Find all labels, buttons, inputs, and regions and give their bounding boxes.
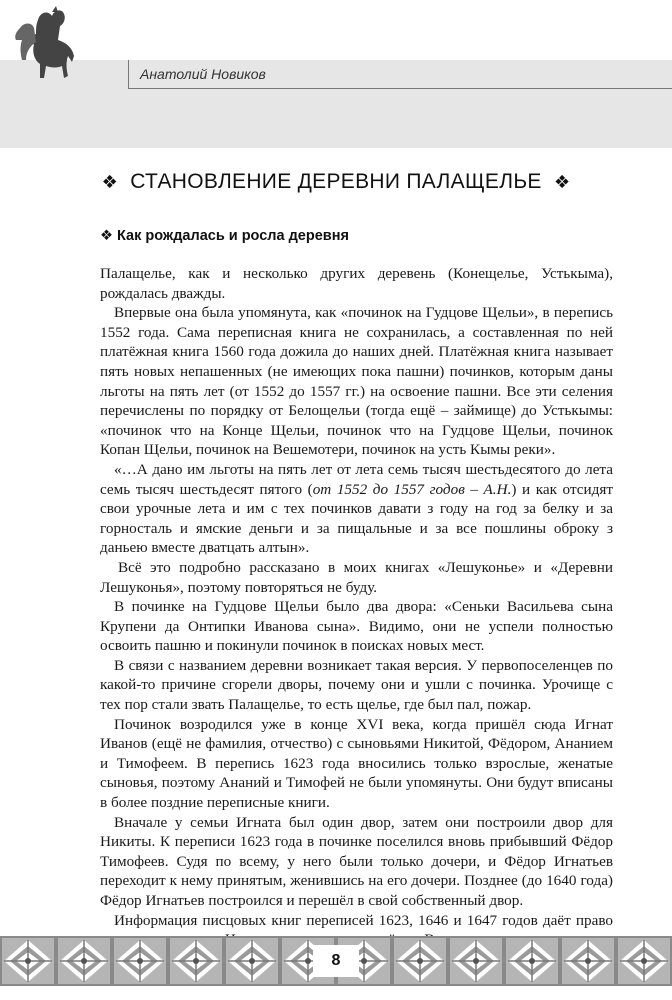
- horse-logo-icon: [15, 6, 74, 78]
- page-number: 8: [313, 945, 359, 977]
- paragraph: В починке на Гудцове Щельи было два двор…: [100, 598, 613, 655]
- paragraph: В связи с названием деревни возникает та…: [100, 656, 613, 714]
- body-text: Палащелье, как и несколько других дереве…: [100, 264, 613, 950]
- paragraph: Починок возродился уже в конце XVI века,…: [100, 715, 613, 812]
- quote-text: «…А дано им льготы на пять лет от лета с…: [100, 460, 613, 498]
- author-name: Анатолий Новиков: [140, 66, 266, 82]
- quote-paragraph: «…А дано им льготы на пять лет от лета с…: [100, 460, 613, 558]
- header-divider-vertical: [128, 60, 129, 89]
- paragraph: Всё это подробно рассказано в моих книга…: [100, 558, 613, 596]
- diamond-ornament-icon: ❖: [101, 172, 118, 192]
- section-title: ❖ Как рождалась и росла деревня: [100, 228, 349, 244]
- paragraph: Впервые она была упомянута, как «починок…: [100, 304, 613, 459]
- diamond-ornament-icon: ❖: [100, 228, 113, 244]
- quote-italic: от 1552 до 1557 годов – А.Н.: [312, 480, 512, 498]
- section-title-text: Как рождалась и росла деревня: [117, 228, 349, 244]
- header-top: [0, 0, 672, 60]
- quote-text: ) и как отсидят свои урочные лета и им с…: [100, 480, 613, 557]
- chapter-title-text: СТАНОВЛЕНИЕ ДЕРЕВНИ ПАЛАЩЕЛЬЕ: [130, 170, 542, 193]
- diamond-ornament-icon: ❖: [553, 172, 571, 192]
- header-divider: [128, 88, 672, 89]
- chapter-title: ❖ СТАНОВЛЕНИЕ ДЕРЕВНИ ПАЛАЩЕЛЬЕ ❖: [0, 170, 672, 194]
- paragraph: Вначале у семьи Игната был один двор, за…: [100, 813, 613, 909]
- header-band: [0, 48, 672, 148]
- paragraph: Палащелье, как и несколько других дереве…: [100, 265, 613, 302]
